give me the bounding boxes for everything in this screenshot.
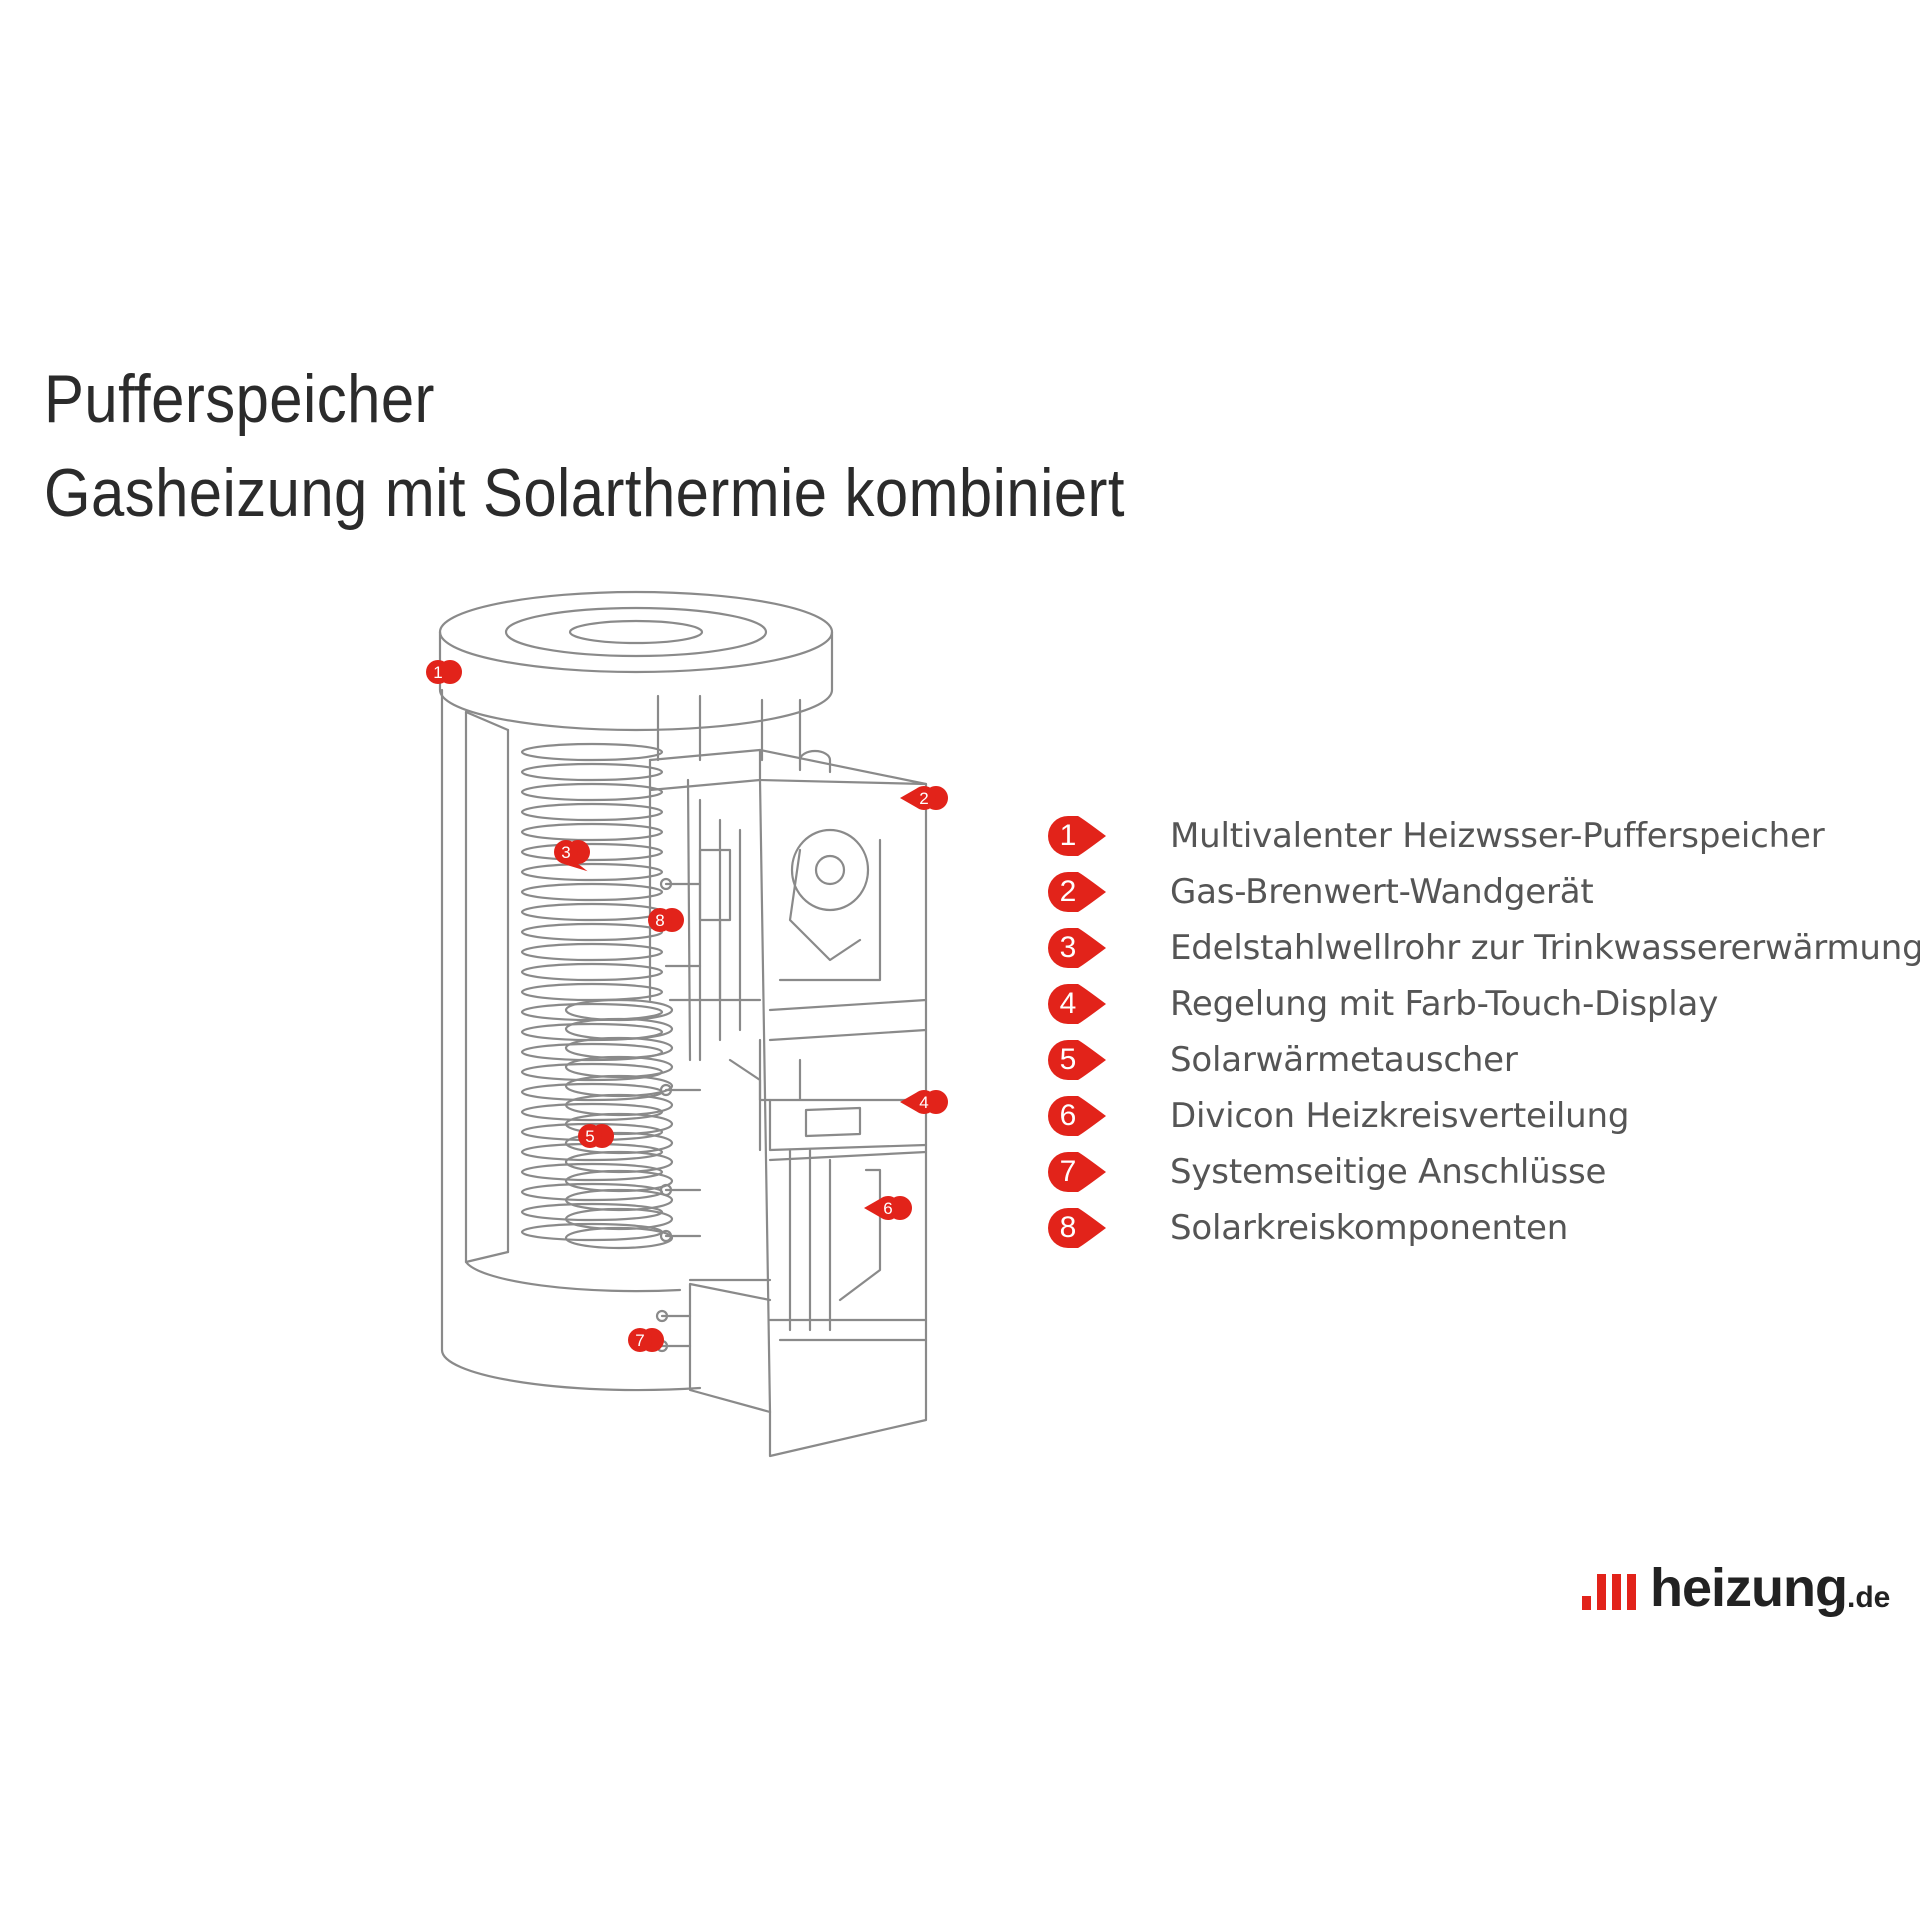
legend-text: Systemseitige Anschlüsse	[1170, 1152, 1607, 1192]
logo-bars-icon	[1582, 1574, 1636, 1618]
legend-text: Divicon Heizkreisverteilung	[1170, 1096, 1630, 1136]
coil-winding	[520, 1082, 664, 1102]
coil-winding	[564, 998, 674, 1022]
marker-number: 8	[655, 911, 664, 930]
legend-text: Regelung mit Farb-Touch-Display	[1170, 984, 1719, 1024]
diagram-markers: 1 2 3 4 5 6 7 8	[426, 660, 948, 1353]
logo-tld: .de	[1846, 1581, 1891, 1614]
title-line-2: Gasheizung mit Solarthermie kombiniert	[44, 455, 1125, 531]
coil-winding	[520, 942, 664, 962]
page-title: Pufferspeicher Gasheizung mit Solartherm…	[44, 352, 1125, 540]
coil-winding	[520, 1062, 664, 1082]
coil-winding	[564, 1226, 674, 1250]
marker-7: 7	[628, 1328, 664, 1353]
stainless-steel-coil	[520, 742, 664, 1242]
number-pin-icon: 4	[1046, 982, 1110, 1026]
legend-item-5: 5 Solarwärmetauscher	[1046, 1032, 1906, 1088]
legend-number: 4	[1059, 987, 1077, 1020]
coil-winding	[520, 802, 664, 822]
coil-winding	[564, 1150, 674, 1174]
legend-text: Solarwärmetauscher	[1170, 1040, 1518, 1080]
legend-item-8: 8 Solarkreiskomponenten	[1046, 1200, 1906, 1256]
heizung-logo: heizung .de	[1582, 1548, 1890, 1618]
marker-number: 5	[585, 1127, 594, 1146]
tank-body	[440, 688, 802, 1392]
marker-number: 4	[919, 1093, 928, 1112]
number-pin-icon: 5	[1046, 1038, 1110, 1082]
title-line-1: Pufferspeicher	[44, 361, 435, 437]
number-pin-icon: 8	[1046, 1206, 1110, 1250]
marker-3: 3	[554, 840, 590, 872]
coil-winding	[520, 1202, 664, 1222]
coil-winding	[520, 882, 664, 902]
legend-number: 8	[1059, 1211, 1077, 1244]
coil-winding	[520, 1102, 664, 1122]
legend-text: Solarkreiskomponenten	[1170, 1208, 1569, 1248]
legend-item-7: 7 Systemseitige Anschlüsse	[1046, 1144, 1906, 1200]
coil-winding	[520, 902, 664, 922]
coil-winding	[520, 782, 664, 802]
marker-8: 8	[648, 908, 684, 933]
legend-number: 3	[1059, 931, 1077, 964]
coil-winding	[520, 742, 664, 762]
legend-number: 5	[1059, 1043, 1077, 1076]
legend-item-6: 6 Divicon Heizkreisverteilung	[1046, 1088, 1906, 1144]
marker-number: 7	[635, 1331, 644, 1350]
number-pin-icon: 2	[1046, 870, 1110, 914]
marker-6: 6	[864, 1196, 912, 1221]
legend: 1 Multivalenter Heizwsser-Pufferspeicher 2…	[1046, 808, 1920, 1256]
coil-winding	[520, 842, 664, 862]
marker-5: 5	[578, 1124, 614, 1149]
coil-winding	[520, 962, 664, 982]
number-pin-icon: 1	[1046, 814, 1110, 858]
marker-2: 2	[900, 786, 948, 811]
legend-text: Multivalenter Heizwsser-Pufferspeicher	[1170, 816, 1825, 856]
gas-condensing-unit	[648, 748, 928, 1458]
legend-item-3: 3 Edelstahlwellrohr zur Trinkwassererwärm…	[1046, 920, 1920, 976]
marker-number: 3	[561, 843, 570, 862]
marker-1: 1	[426, 660, 462, 685]
marker-number: 6	[883, 1199, 892, 1218]
coil-winding	[520, 762, 664, 782]
tank-lid	[438, 590, 834, 732]
legend-number: 2	[1059, 875, 1077, 908]
legend-number: 6	[1059, 1099, 1077, 1132]
marker-4: 4	[900, 1090, 948, 1115]
marker-number: 1	[433, 663, 442, 682]
legend-number: 1	[1059, 819, 1077, 852]
number-pin-icon: 3	[1046, 926, 1110, 970]
logo-brand: heizung	[1650, 1558, 1848, 1618]
marker-number: 2	[919, 789, 928, 808]
coil-winding	[520, 822, 664, 842]
legend-item-1: 1 Multivalenter Heizwsser-Pufferspeicher	[1046, 808, 1906, 864]
coil-winding	[520, 982, 664, 1002]
legend-number: 7	[1059, 1155, 1077, 1188]
system-connections	[655, 877, 702, 1353]
coil-winding	[520, 862, 664, 882]
legend-text: Edelstahlwellrohr zur Trinkwassererwärmu…	[1170, 928, 1920, 968]
coil-winding	[520, 1222, 664, 1242]
number-pin-icon: 6	[1046, 1094, 1110, 1138]
number-pin-icon: 7	[1046, 1150, 1110, 1194]
legend-item-4: 4 Regelung mit Farb-Touch-Display	[1046, 976, 1906, 1032]
legend-text: Gas-Brenwert-Wandgerät	[1170, 872, 1594, 912]
legend-item-2: 2 Gas-Brenwert-Wandgerät	[1046, 864, 1906, 920]
coil-winding	[520, 922, 664, 942]
